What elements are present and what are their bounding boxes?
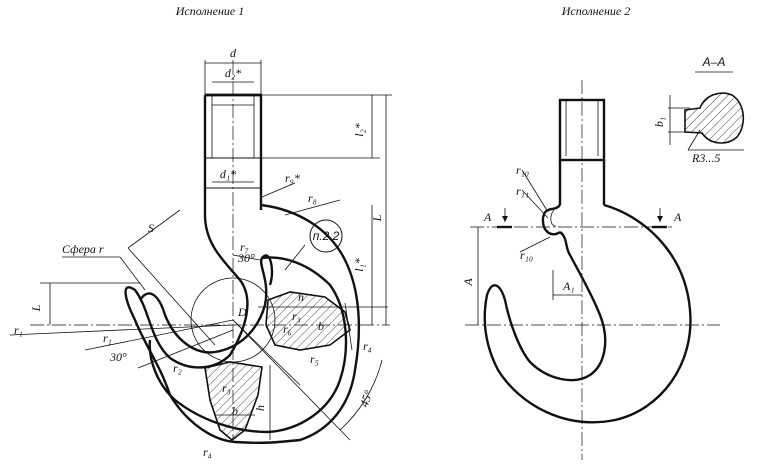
- section-top-hatched: [265, 291, 351, 351]
- arc-45: [339, 359, 383, 431]
- leader-r5: [232, 319, 301, 386]
- label-r6: r₆: [283, 322, 292, 336]
- label-45: 45°: [357, 388, 376, 409]
- label-r10a: r₁₀: [516, 163, 529, 177]
- hook-2-outline: [483, 203, 692, 424]
- hook-variant-1: d d₂* d₁* l₂* l₁* L r₉* r₈ r₇ S L r₁ r₁ …: [9, 46, 392, 459]
- dim-S: [127, 209, 181, 249]
- label-L-left: L: [29, 304, 43, 312]
- hook-variant-2: А А А А₁ r₁₀ r₁₁ r₁₀ А–А b₁ R3...5: [461, 55, 745, 460]
- sphere-label: Сфера r: [62, 242, 104, 256]
- label-r2: r₂: [173, 361, 182, 375]
- callout-circle: [309, 219, 343, 253]
- section-A-A-label: А–А: [702, 55, 726, 69]
- label-r1a: r₁: [14, 323, 23, 337]
- label-b-top: b: [318, 319, 324, 333]
- label-d: d: [230, 46, 237, 60]
- label-L-right: L: [370, 214, 384, 222]
- hook-inner-outline: [139, 256, 348, 434]
- label-r4-right: r₄: [363, 339, 372, 353]
- leader-r8: [284, 199, 341, 216]
- label-r10b: r₁₀: [520, 248, 533, 262]
- label-r11: r₁₁: [516, 184, 529, 198]
- label-S: S: [148, 221, 154, 235]
- leader-r1a: [9, 324, 234, 336]
- label-R3-5: R3...5: [691, 151, 720, 165]
- label-r8: r₈: [308, 191, 317, 205]
- hook-outline: [124, 203, 361, 445]
- label-D: D: [237, 305, 247, 319]
- title-variant-2: Исполнение 2: [561, 4, 630, 18]
- label-h-top: h: [298, 290, 304, 304]
- label-A-right: А: [673, 210, 682, 224]
- shank-2-thread: [558, 98, 606, 162]
- label-r3-top: r₃: [292, 309, 301, 323]
- label-d2: d₂*: [225, 66, 241, 80]
- label-l1: l₁*: [352, 258, 366, 272]
- label-r7: r₇: [240, 240, 249, 254]
- label-b1: b₁: [652, 117, 666, 127]
- leader-r10b: [519, 236, 551, 253]
- label-h-bottom: h: [253, 405, 267, 411]
- label-r1b: r₁: [103, 331, 112, 345]
- leader-r1b: [84, 319, 234, 351]
- leader-r9: [261, 182, 296, 198]
- section-A-A-shape: [684, 92, 745, 144]
- label-r3-bottom: r₃: [222, 381, 231, 395]
- callout-label: п.2.2: [313, 229, 340, 243]
- label-A1: А₁: [562, 279, 575, 293]
- label-A-left: А: [483, 210, 492, 224]
- leader-r11: [521, 189, 549, 219]
- label-r9: r₉*: [285, 171, 300, 185]
- leader-r10a: [521, 169, 549, 213]
- label-30-left: 30°: [109, 350, 127, 364]
- label-A-dim: А: [461, 278, 475, 287]
- label-r5: r₅: [310, 352, 319, 366]
- label-r4-bottom: r₄: [203, 445, 212, 459]
- title-variant-1: Исполнение 1: [175, 4, 244, 18]
- label-b-bottom: b: [232, 404, 238, 418]
- label-d1: d₁*: [220, 167, 236, 181]
- label-l2: l₂*: [352, 123, 366, 137]
- section-bottom-hatched: [204, 361, 263, 442]
- label-30-top: 30°: [237, 251, 255, 265]
